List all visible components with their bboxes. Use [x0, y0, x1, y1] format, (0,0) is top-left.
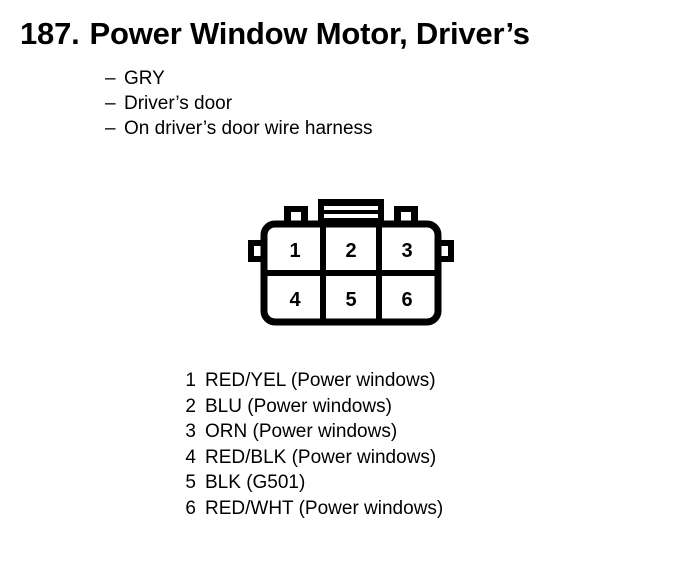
pin-label: RED/WHT (Power windows) — [205, 497, 444, 519]
page-title: 187. Power Window Motor, Driver’s — [20, 16, 530, 51]
list-item: – GRY — [105, 66, 373, 91]
dash-icon: – — [105, 93, 116, 114]
pin-number: 4 — [185, 446, 196, 468]
description-bullet-list: – GRY – Driver’s door – On driver’s door… — [105, 66, 373, 141]
pin-label: RED/BLK (Power windows) — [205, 446, 437, 468]
list-item: 2 BLU (Power windows) — [178, 394, 443, 420]
pin-number: 3 — [185, 421, 196, 442]
list-item-label: On driver’s door wire harness — [124, 118, 373, 139]
connector-diagram: 1 2 3 4 5 6 — [246, 198, 456, 328]
pin-label: ORN (Power windows) — [205, 421, 398, 442]
pin-number: 6 — [185, 497, 196, 519]
connector-cavity-1: 1 — [289, 240, 300, 262]
pin-number: 1 — [185, 370, 196, 391]
list-item: 4 RED/BLK (Power windows) — [178, 445, 443, 471]
list-item: – On driver’s door wire harness — [105, 116, 373, 141]
dash-icon: – — [105, 68, 116, 89]
list-item: 5 BLK (G501) — [178, 470, 443, 496]
pin-number: 5 — [185, 472, 196, 493]
connector-cavity-5: 5 — [345, 289, 356, 311]
connector-cavity-2: 2 — [345, 240, 356, 262]
list-item-label: GRY — [124, 68, 165, 89]
connector-cavity-3: 3 — [401, 240, 412, 262]
list-item: – Driver’s door — [105, 91, 373, 116]
connector-svg: 1 2 3 4 5 6 — [248, 199, 454, 326]
page-title-text: Power Window Motor, Driver’s — [89, 16, 530, 51]
pin-number: 2 — [185, 395, 196, 417]
connector-cavity-6: 6 — [401, 289, 412, 311]
connector-cavity-4: 4 — [289, 289, 301, 311]
dash-icon: – — [105, 118, 116, 139]
list-item: 3 ORN (Power windows) — [178, 419, 443, 445]
list-item: 6 RED/WHT (Power windows) — [178, 496, 443, 522]
pin-label: RED/YEL (Power windows) — [205, 370, 436, 391]
page-title-number: 187. — [20, 16, 80, 51]
pin-legend-list: 1 RED/YEL (Power windows) 2 BLU (Power w… — [178, 368, 443, 521]
pin-label: BLU (Power windows) — [205, 395, 392, 417]
list-item: 1 RED/YEL (Power windows) — [178, 368, 443, 394]
list-item-label: Driver’s door — [124, 93, 233, 114]
pin-label: BLK (G501) — [205, 472, 306, 493]
